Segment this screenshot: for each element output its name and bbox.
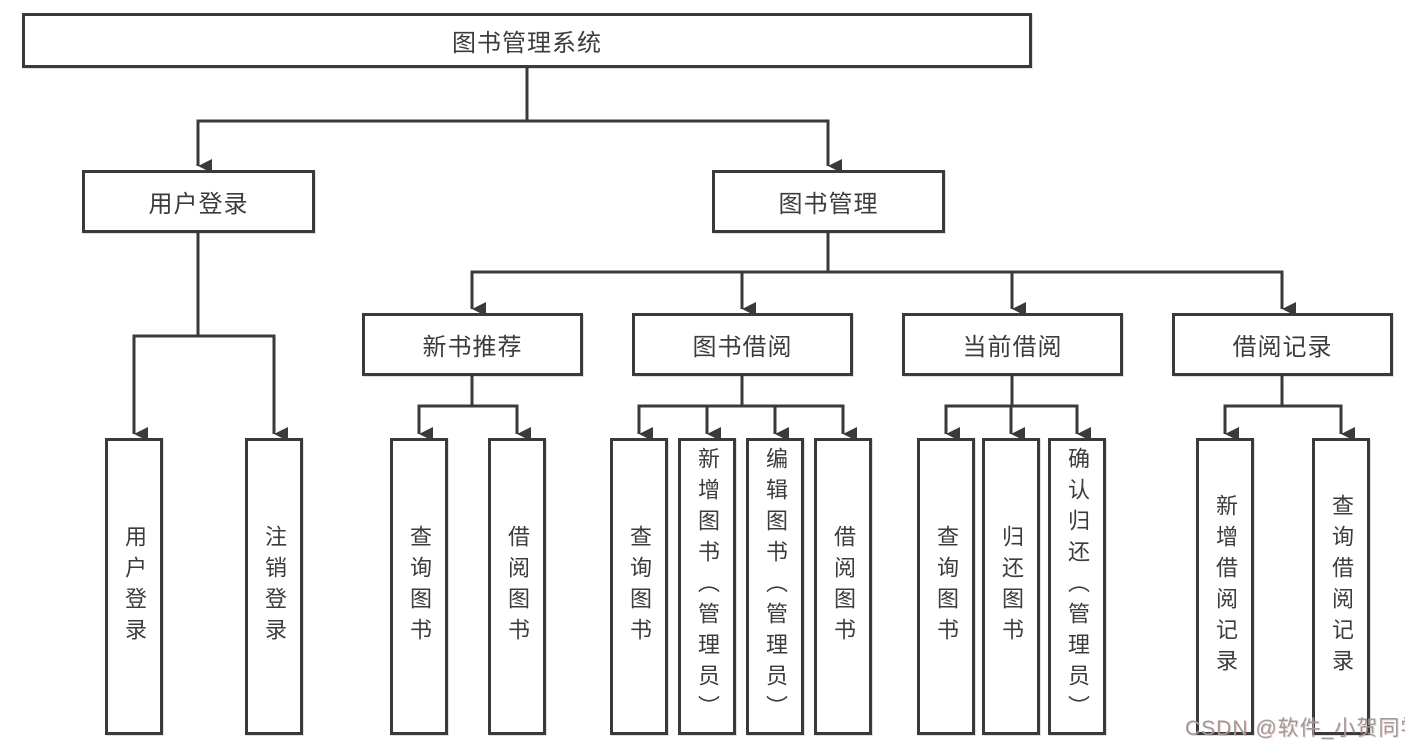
edges-book-borrow xyxy=(637,376,857,441)
node-root: 图书管理系统 xyxy=(22,13,1032,68)
leaf-logout: 注销登录 xyxy=(245,438,303,735)
node-book-borrow: 图书借阅 xyxy=(632,313,853,376)
leaf-current-return-book: 归还图书 xyxy=(982,438,1040,735)
leaf-borrow-query-book: 查询图书 xyxy=(610,438,668,735)
edges-root xyxy=(196,68,842,173)
edges-book-management xyxy=(470,233,1296,316)
leaf-recommend-borrow-book: 借阅图书 xyxy=(488,438,546,735)
leaf-current-confirm-return-admin: 确认归还（管理员） xyxy=(1048,438,1106,735)
leaf-borrow-add-book-admin: 新增图书（管理员） xyxy=(678,438,736,735)
leaf-recommend-query-book: 查询图书 xyxy=(390,438,448,735)
leaf-user-login: 用户登录 xyxy=(105,438,163,735)
edges-current-borrow xyxy=(944,376,1091,441)
leaf-records-add-record: 新增借阅记录 xyxy=(1196,438,1254,735)
leaf-records-query-record: 查询借阅记录 xyxy=(1312,438,1370,735)
watermark: CSDN @软件_小贺同学 xyxy=(1185,717,1405,740)
edges-borrow-records xyxy=(1223,376,1355,441)
node-new-book-recommend: 新书推荐 xyxy=(362,313,583,376)
edges-user-login xyxy=(132,233,288,441)
node-current-borrow: 当前借阅 xyxy=(902,313,1123,376)
node-user-login: 用户登录 xyxy=(82,170,315,233)
node-book-management: 图书管理 xyxy=(712,170,945,233)
node-borrow-records: 借阅记录 xyxy=(1172,313,1393,376)
leaf-borrow-borrow-book: 借阅图书 xyxy=(814,438,872,735)
leaf-current-query-book: 查询图书 xyxy=(917,438,975,735)
leaf-borrow-edit-book-admin: 编辑图书（管理员） xyxy=(746,438,804,735)
edges-new-book-recommend xyxy=(417,376,531,441)
